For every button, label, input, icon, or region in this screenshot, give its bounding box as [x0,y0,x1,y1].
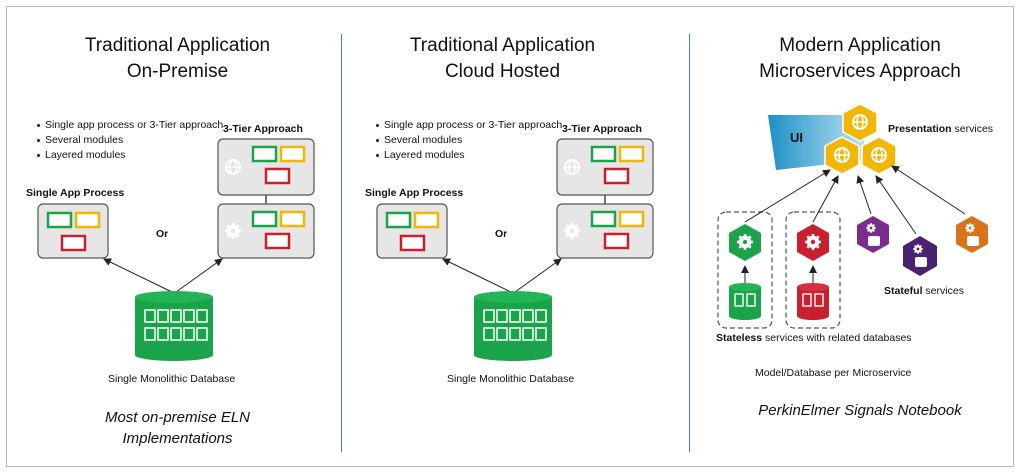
presentation-rest: services [951,123,994,135]
divider-right [689,34,690,452]
panel1-title-line1: Traditional Application [84,35,271,56]
bullet-item: Several modules [37,133,223,148]
bullet-item: Layered modules [37,148,223,163]
panel2-db-label: Single Monolithic Database [447,373,575,385]
database-icon [474,291,552,361]
globe-icon [225,159,241,175]
panel3-caption: PerkinElmer Signals Notebook [758,402,962,419]
bullet-item: Single app process or 3-Tier approach [37,118,223,133]
panel1-bullets: Single app process or 3-Tier approach Se… [37,118,223,163]
panel2-graphics [376,138,654,361]
gear-icon [803,232,823,252]
gear-icon [735,232,755,252]
panel3-graphics [717,103,988,329]
diagram-frame [6,6,1014,467]
panel2-or-label: Or [495,228,508,240]
stateful-hex-purple [857,216,889,253]
panel1-db-label: Single Monolithic Database [108,373,236,385]
stateful-hex-orange [956,216,988,253]
panel1-caption-line1: Most on-premise ELN [104,409,251,426]
gear-icon [223,221,243,241]
stateful-rest: services [922,285,964,297]
panel1-graphics [37,138,315,361]
stateful-hex-darkpurple [903,236,937,276]
presentation-services-label: Presentation services [888,122,993,136]
presentation-hex-right [861,136,897,175]
presentation-bold: Presentation [888,123,952,135]
panel3-title-line2: Microservices Approach [759,61,961,82]
bullet-item: Single app process or 3-Tier approach [376,118,562,133]
panel2-tier-label: 3-Tier Approach [562,123,642,135]
stateless-services-label: Stateless services with related database… [716,331,912,345]
panel1-or-label: Or [156,228,169,240]
model-db-label: Model/Database per Microservice [755,367,912,379]
gear-icon [562,221,582,241]
ui-label: UI [790,130,803,145]
bullet-item: Several modules [376,133,562,148]
panel2-bullets: Single app process or 3-Tier approach Se… [376,118,562,163]
stateless-bold: Stateless [716,332,763,344]
panel2-single-label: Single App Process [365,187,464,199]
panel2-title-line1: Traditional Application [409,35,596,56]
panel1-single-label: Single App Process [26,187,125,199]
globe-icon [564,159,580,175]
panel3-title-line1: Modern Application [779,35,941,56]
panel1-tier-label: 3-Tier Approach [223,123,303,135]
database-icon [797,283,829,320]
presentation-hex-left [824,136,860,175]
database-icon [135,291,213,361]
stateless-rest: services with related databases [762,332,912,344]
panel2-title-line2: Cloud Hosted [444,61,561,82]
database-icon [729,283,761,320]
panel1-title-line2: On-Premise [126,61,229,82]
stateful-bold: Stateful [884,285,923,297]
panel1-caption-line2: Implementations [122,430,233,447]
presentation-hex-top [842,103,878,142]
stateful-services-label: Stateful services [884,284,964,298]
bullet-item: Layered modules [376,148,562,163]
divider-left [341,34,342,452]
